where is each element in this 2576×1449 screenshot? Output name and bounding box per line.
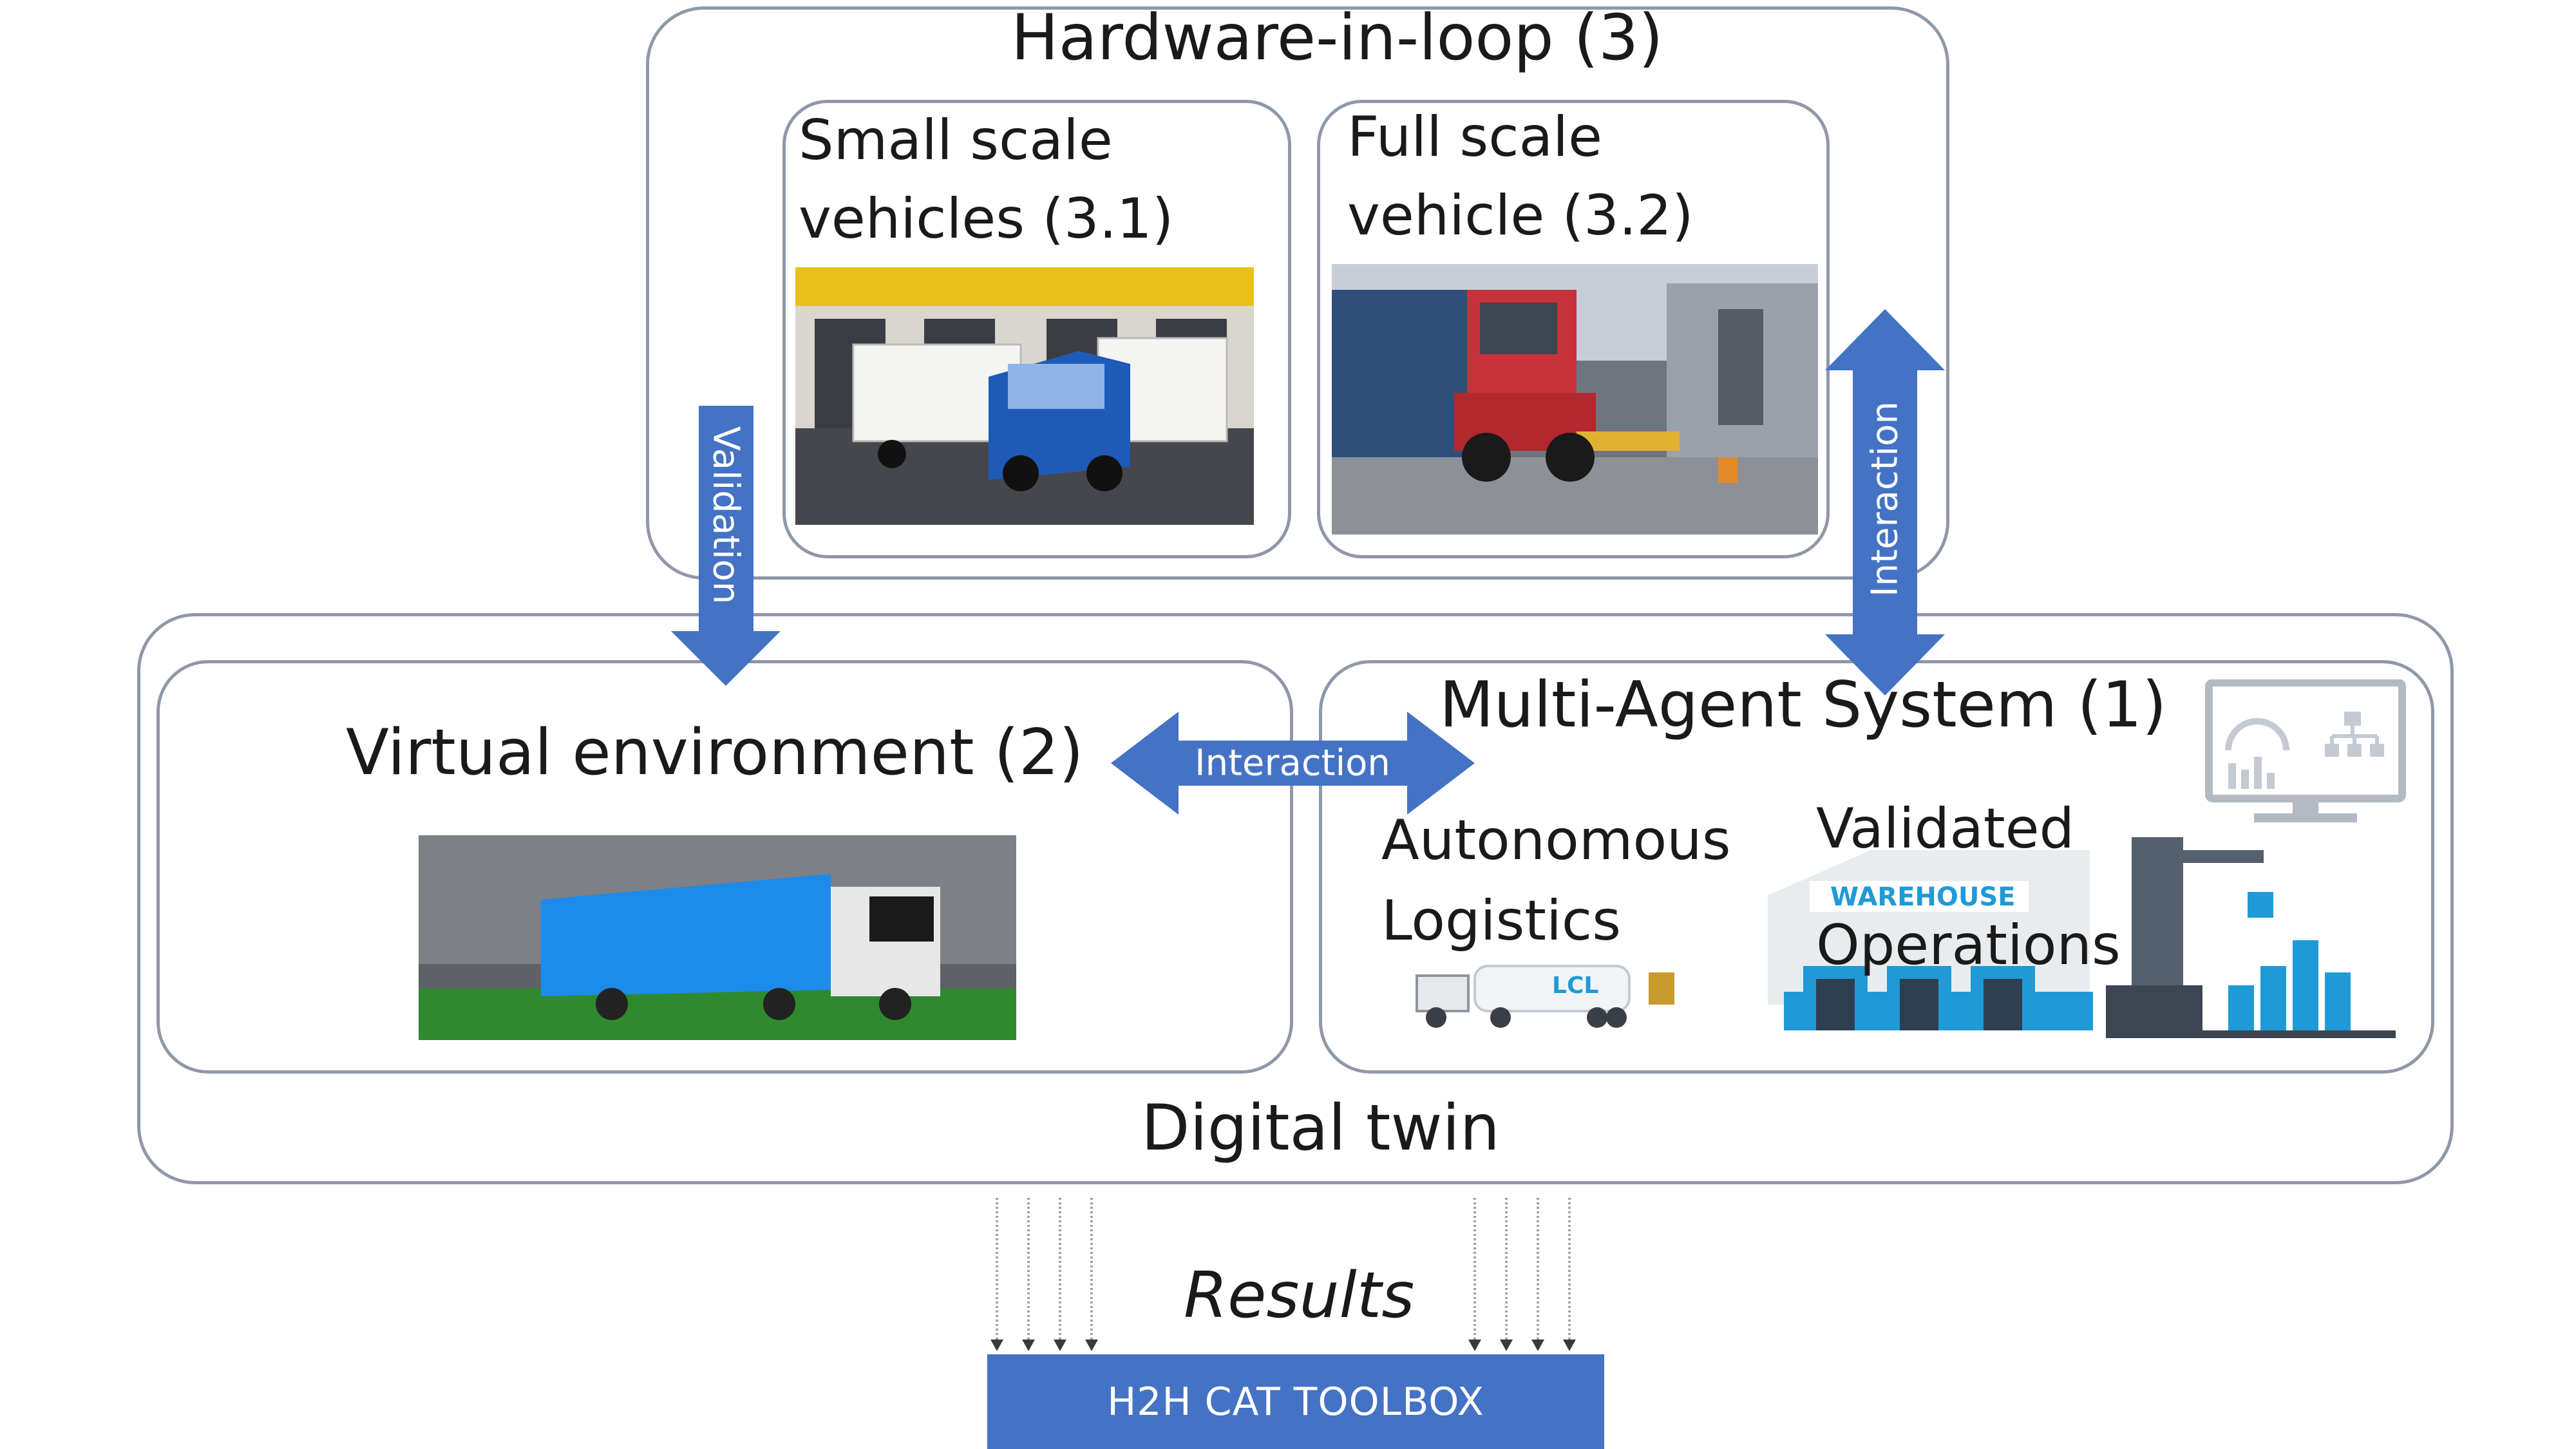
full-scale-label-line1: Full scale <box>1347 105 1602 169</box>
small-scale-label-line2: vehicles (3.1) <box>799 187 1174 251</box>
hardware-in-loop-title: Hardware-in-loop (3) <box>1011 1 1663 75</box>
virtual-truck-render <box>419 835 1016 1040</box>
full-scale-vehicle-image <box>1332 264 1818 535</box>
validation-arrow <box>671 406 781 686</box>
results-arrows-left <box>996 1198 1093 1343</box>
h2h-cat-toolbox: H2H CAT TOOLBOX <box>987 1354 1604 1449</box>
warehouse-sign-text: WAREHOUSE <box>1830 882 2016 912</box>
interaction-horizontal-arrow <box>1111 712 1475 815</box>
results-label: Results <box>1184 1259 1415 1332</box>
validated-operations-line2: Operations <box>1816 913 2121 978</box>
digital-twin-label: Digital twin <box>1141 1092 1500 1165</box>
small-scale-label-line1: Small scale <box>799 108 1113 173</box>
hardware-in-loop-box <box>646 6 1949 580</box>
autonomous-logistics-line1: Autonomous <box>1381 808 1731 873</box>
validated-operations-line1: Validated <box>1816 797 2075 861</box>
interaction-vertical-arrow <box>1825 309 1945 696</box>
virtual-environment-title: Virtual environment (2) <box>346 716 1084 790</box>
autonomous-logistics-line2: Logistics <box>1381 889 1622 953</box>
full-scale-label-line2: vehicle (3.2) <box>1347 184 1694 248</box>
small-scale-truck-image <box>795 267 1254 525</box>
digital-twin-box <box>137 613 2454 1184</box>
multi-agent-system-title: Multi-Agent System (1) <box>1439 668 2167 742</box>
results-arrows-right <box>1473 1198 1571 1343</box>
validation-arrow-label: Validation <box>705 426 747 605</box>
interaction-horizontal-arrow-label: Interaction <box>1195 742 1390 784</box>
full-scale-box <box>1317 100 1830 558</box>
trailer-text: LCL <box>1552 972 1599 999</box>
interaction-vertical-arrow-label: Interaction <box>1864 401 1906 597</box>
results-arrowheads-right <box>1468 1340 1576 1351</box>
logistics-illustration <box>1391 837 2409 1043</box>
small-scale-box <box>782 100 1291 558</box>
dashboard-monitor-icon <box>2202 679 2409 828</box>
results-arrowheads-left <box>990 1340 1098 1351</box>
